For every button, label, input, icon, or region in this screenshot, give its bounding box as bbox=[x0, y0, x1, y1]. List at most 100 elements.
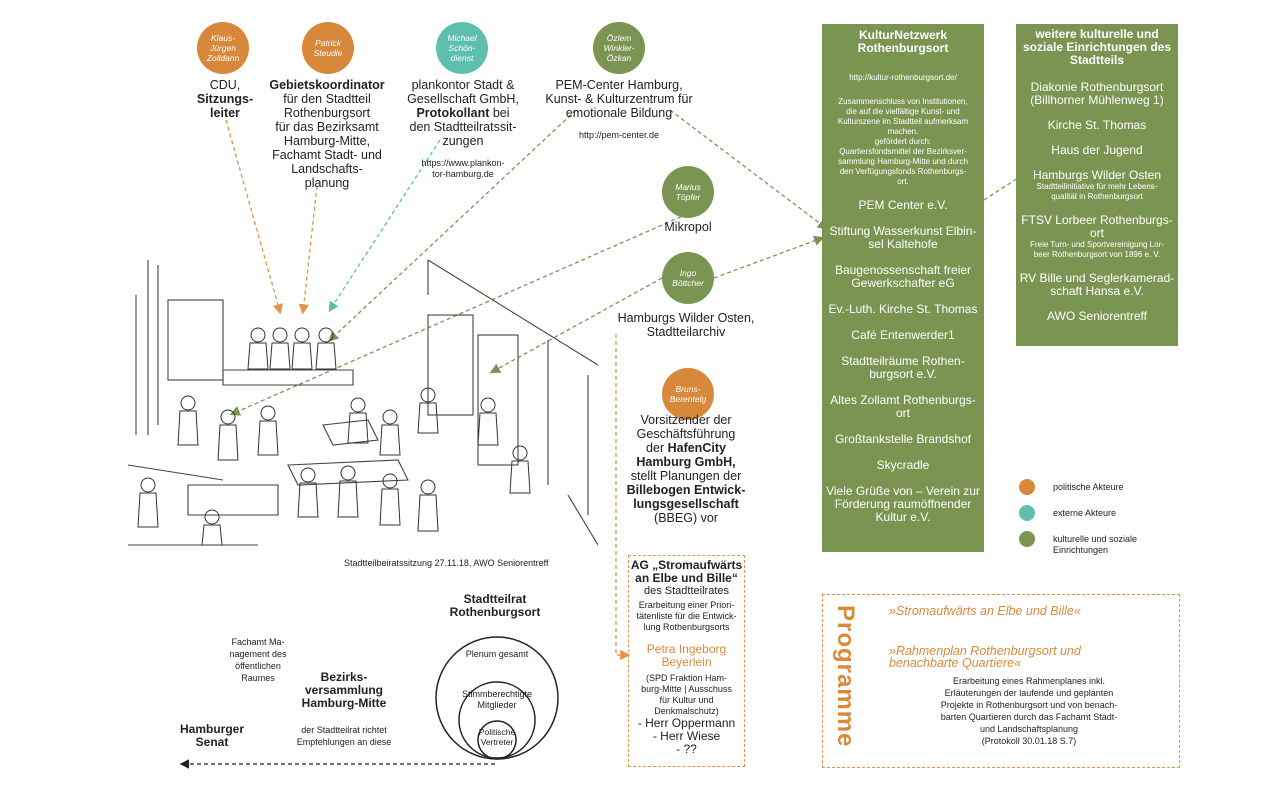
text-line: plankontor Stadt & bbox=[411, 78, 515, 92]
network-item: PEM Center e.V. bbox=[822, 199, 984, 212]
description-line: für Kultur und bbox=[659, 695, 714, 705]
ag-subtitle: des Stadtteilrates bbox=[644, 585, 729, 597]
text-line: planung bbox=[304, 176, 350, 190]
legend-cultural: kulturelle und soziale Einrichtungen bbox=[1019, 531, 1137, 556]
ag-person: Beyerlein bbox=[661, 655, 712, 669]
panel-title: KulturNetzwerk bbox=[858, 28, 947, 42]
institution-line: Hamburgs Wilder Osten bbox=[1032, 168, 1162, 182]
text-line: benachbarte Quartiere« bbox=[889, 656, 1022, 670]
description-line: burg-Mitte | Ausschuss bbox=[641, 684, 732, 694]
panel-title: weitere kulturelle und bbox=[1035, 27, 1159, 41]
actor-circle-steudle: Patrick Steudle bbox=[302, 22, 354, 74]
text-line: Fachamt Ma- bbox=[231, 637, 285, 647]
network-item-line: Stiftung Wasserkunst Elbin- bbox=[829, 224, 977, 238]
arrow-oezlem-network bbox=[669, 109, 829, 230]
institution-line: Diakonie Rothenburgsort bbox=[1030, 80, 1164, 94]
url-link[interactable]: tor-hamburg.de bbox=[432, 169, 494, 179]
description-line: barten Quartieren durch das Fachamt Stad… bbox=[940, 712, 1118, 722]
program-description: Erarbeitung eines Rahmenplanes inkl.Erlä… bbox=[889, 675, 1169, 747]
institution-line: ort bbox=[1089, 226, 1104, 240]
actor-name: Ingo Böttcher bbox=[672, 268, 704, 288]
panel-title: soziale Einrichtungen des bbox=[1022, 40, 1172, 54]
ring-politische-label: Politische Vertreter bbox=[478, 727, 516, 747]
network-item-line: Café Entenwerder1 bbox=[851, 328, 955, 342]
text-line: leiter bbox=[210, 106, 240, 120]
text-line: Stadtteilarchiv bbox=[646, 325, 726, 339]
actor-name: Özlem Winkler- Özkan bbox=[603, 33, 635, 63]
text-line: CDU, bbox=[209, 78, 241, 92]
network-item-line: Gewerkschafter eG bbox=[851, 276, 955, 290]
actor-circle-oezlem: Özlem Winkler- Özkan bbox=[593, 22, 645, 74]
institution-item: Kirche St. Thomas bbox=[1016, 119, 1178, 132]
arrow-oezlem bbox=[328, 109, 577, 342]
actor-text-steudle: Gebietskoordinator für den Stadtteil Rot… bbox=[262, 78, 392, 190]
text-line: bei bbox=[489, 106, 510, 120]
legend-label: politische Akteure bbox=[1053, 482, 1124, 492]
arrow-zolldann bbox=[225, 119, 283, 315]
institution-subline: beer Rothenburgsort von 1896 e. V. bbox=[1033, 250, 1161, 259]
program-stromaufwaerts: »Stromaufwärts an Elbe und Bille« bbox=[889, 604, 1081, 618]
description-line: machen. bbox=[887, 127, 919, 136]
network-item-line: Baugenossenschaft freier bbox=[834, 263, 972, 277]
text-line: Hamburger bbox=[179, 722, 244, 736]
url-link[interactable]: https://www.plankon- bbox=[421, 158, 505, 168]
description-line: Erarbeitung einer Priori- bbox=[638, 600, 735, 610]
url-link[interactable]: http://pem-center.de bbox=[578, 130, 660, 140]
institution-item: RV Bille und Seglerkamerad-schaft Hansa … bbox=[1016, 272, 1178, 298]
network-item-line: burgsort e.V. bbox=[869, 367, 937, 381]
legend-label: externe Akteure bbox=[1053, 508, 1117, 518]
network-item: Stadtteilräume Rothen-burgsort e.V. bbox=[822, 355, 984, 381]
text-line: Rothenburgsort bbox=[283, 106, 371, 120]
network-item-line: sel Kaltehofe bbox=[868, 237, 938, 251]
actor-circle-zolldann: Klaus- Jürgen Zolldann bbox=[197, 22, 249, 74]
text-line: Hamburg-Mitte bbox=[301, 696, 387, 710]
network-item-line: Altes Zollamt Rothenburgs- bbox=[830, 393, 976, 407]
panel-url[interactable]: http://kultur-rothenburgsort.de/ bbox=[849, 73, 957, 82]
text-line: Senat bbox=[195, 735, 229, 749]
text-line: Fachamt Stadt- und bbox=[272, 148, 382, 162]
programme-vertical-title: Programme bbox=[832, 605, 859, 748]
ring-stimmberechtigte-label: Stimmberechtigte Mitglieder bbox=[461, 689, 533, 710]
actor-name: Bruns- Berentelg bbox=[669, 384, 707, 404]
text-line: versammlung bbox=[304, 683, 384, 697]
description-line: (Protokoll 30.01.18 S.7) bbox=[981, 736, 1077, 746]
description-line: Quartiersfondsmittel der Bezirksver- bbox=[839, 147, 967, 156]
description-line: gefördert durch: bbox=[874, 137, 932, 146]
actor-circle-toepfer: Marius Töpfer bbox=[662, 166, 714, 218]
ag-description: Erarbeitung einer Priori-tätenliste für … bbox=[629, 600, 744, 633]
description-line: Kulturszene im Stadtteil aufmerksam bbox=[837, 117, 969, 126]
text-line: Kunst- & Kulturzentrum für bbox=[545, 92, 693, 106]
actor-text-boettcher: Hamburgs Wilder Osten, Stadtteilarchiv bbox=[606, 311, 766, 339]
ring-plenum-label: Plenum gesamt bbox=[465, 649, 529, 659]
text-line: nagement des bbox=[229, 649, 287, 659]
network-item-line: Förderung raumöffnender bbox=[834, 497, 972, 511]
ag-person-description: (SPD Fraktion Ham-burg-Mitte | Ausschuss… bbox=[629, 673, 744, 717]
text-line: Vorsitzender der bbox=[640, 413, 732, 427]
actor-text-zolldann: CDU, Sitzungs- leiter bbox=[180, 78, 270, 120]
institution-subline: Stadtteilinitiative für mehr Lebens- bbox=[1036, 182, 1158, 191]
sketch-caption: Stadtteilbeiratssitzung 27.11.18, AWO Se… bbox=[344, 558, 549, 568]
network-item-line: ort bbox=[895, 406, 910, 420]
legend-swatch bbox=[1019, 531, 1035, 547]
text-line: Geschäftsführung bbox=[636, 427, 736, 441]
text-line: für das Bezirksamt bbox=[275, 120, 379, 134]
legend-label: kulturelle und soziale Einrichtungen bbox=[1053, 534, 1138, 555]
panel-title: Rothenburgsort bbox=[857, 41, 949, 55]
text-line: Raumes bbox=[241, 673, 275, 683]
description-line: Zusammenschluss von Institutionen, bbox=[838, 97, 968, 106]
description-line: tätenliste für die Entwick- bbox=[636, 611, 737, 621]
actor-text-toepfer: Mikropol bbox=[664, 220, 712, 234]
panel-title: Stadtteils bbox=[1069, 53, 1124, 67]
text-line: »Rahmenplan Rothenburgsort und bbox=[889, 644, 1081, 658]
text-line: Rothenburgsort bbox=[449, 605, 541, 619]
ag-person: Petra Ingeborg bbox=[646, 642, 727, 656]
legend-swatch bbox=[1019, 479, 1035, 495]
description-line: Projekte in Rothenburgsort und von benac… bbox=[940, 700, 1118, 710]
actor-name: Klaus- Jürgen Zolldann bbox=[206, 33, 240, 63]
text-line: öffentlichen bbox=[235, 661, 281, 671]
